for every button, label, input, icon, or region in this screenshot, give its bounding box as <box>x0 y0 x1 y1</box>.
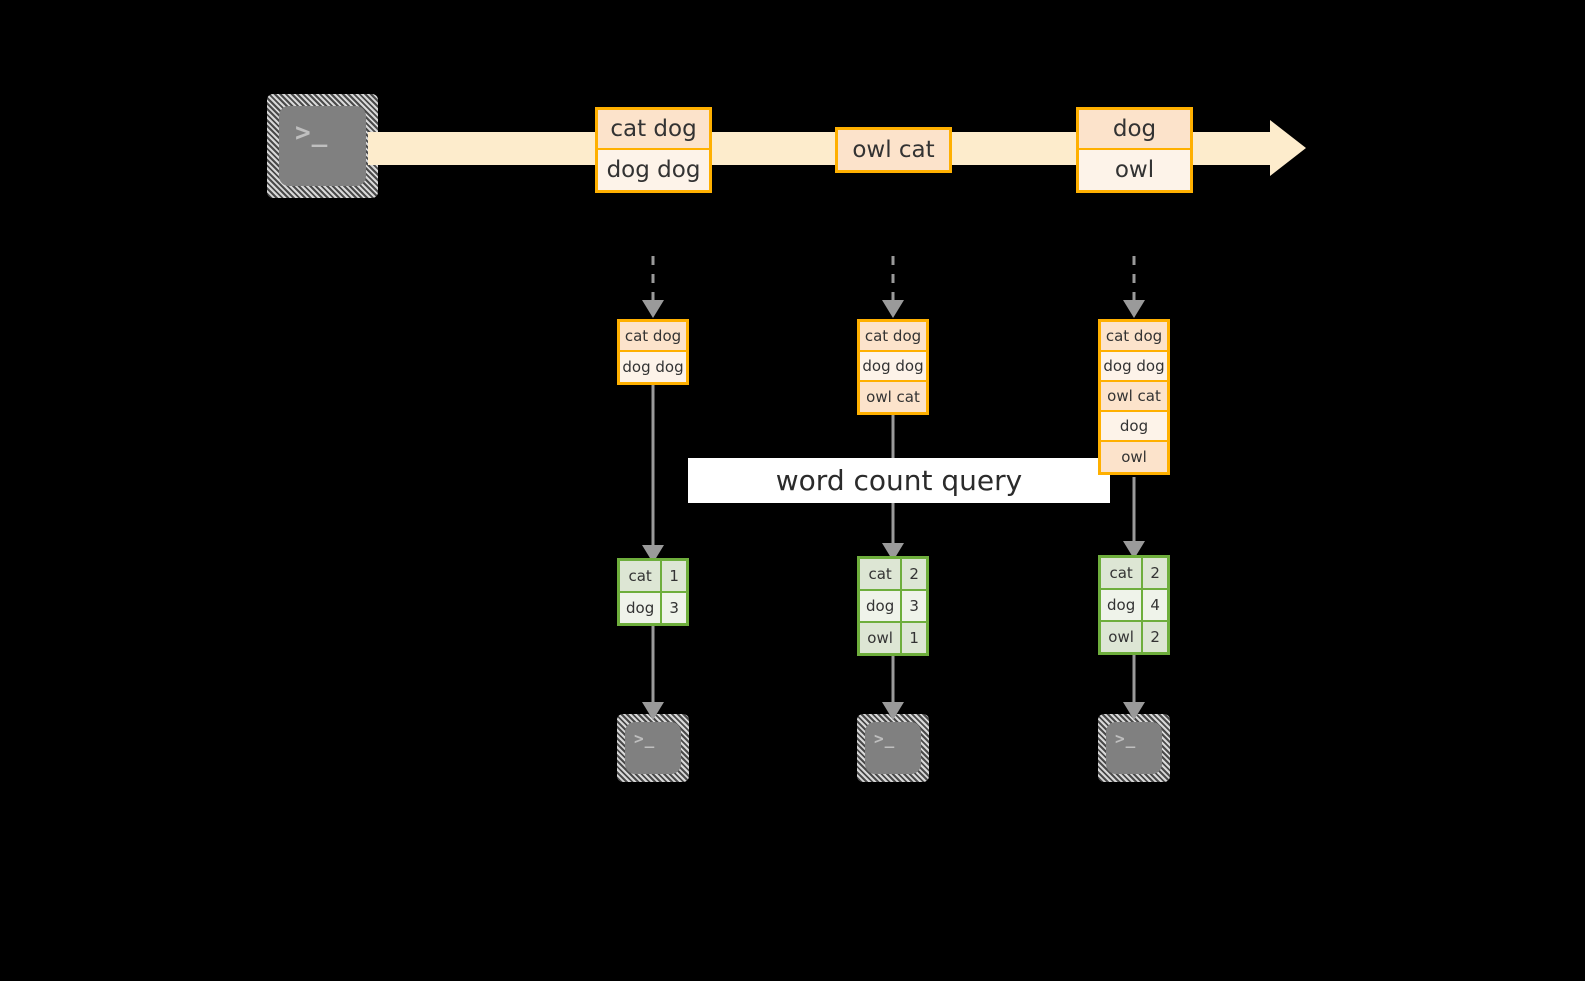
snapshot-1-result-table[interactable]: cat 1 dog 3 <box>617 558 689 626</box>
arrow-snapshot-3-to-result <box>1119 477 1149 559</box>
arrow-stem <box>1132 651 1136 702</box>
terminal-prompt-glyph: >_ <box>874 729 896 748</box>
event-line: dog dog <box>598 150 709 190</box>
result-count: 1 <box>662 561 686 591</box>
arrow-head <box>1123 541 1145 559</box>
result-count: 3 <box>662 593 686 623</box>
terminal-prompt-glyph: >_ <box>634 729 656 748</box>
arrow-result-3-to-sink <box>1119 651 1149 720</box>
terminal-prompt-glyph: >_ <box>1115 729 1137 748</box>
log-line: cat dog <box>860 322 926 352</box>
arrow-stem <box>1132 256 1136 300</box>
event-line: cat dog <box>598 110 709 150</box>
snapshot-1-log-stack[interactable]: cat dog dog dog <box>617 319 689 385</box>
log-line: owl cat <box>860 382 926 412</box>
label-text: word count query <box>775 464 1023 497</box>
arrow-head <box>1123 702 1145 720</box>
arrow-head <box>642 300 664 318</box>
snapshot-2-result-table[interactable]: cat 2 dog 3 owl 1 <box>857 556 929 656</box>
arrow-result-2-to-sink <box>878 652 908 720</box>
sink-terminal-icon-2: >_ <box>857 714 929 782</box>
terminal-screen <box>625 722 681 774</box>
dashed-arrow-to-snapshot-1 <box>638 256 668 318</box>
log-line: cat dog <box>620 322 686 352</box>
result-count: 2 <box>1143 558 1167 588</box>
result-word: dog <box>860 591 903 621</box>
result-count: 2 <box>1143 622 1167 652</box>
result-word: cat <box>860 559 903 589</box>
table-row: cat 2 <box>860 559 926 591</box>
arrow-stem <box>651 256 655 300</box>
log-line: dog <box>1101 412 1167 442</box>
source-terminal-icon: >_ <box>267 94 378 198</box>
event-line: owl <box>1079 150 1190 190</box>
log-line: dog dog <box>620 352 686 382</box>
terminal-screen <box>865 722 921 774</box>
table-row: dog 3 <box>620 593 686 623</box>
table-row: owl 2 <box>1101 622 1167 652</box>
arrow-head <box>882 702 904 720</box>
table-row: owl 1 <box>860 623 926 653</box>
log-line: owl cat <box>1101 382 1167 412</box>
timeline-event-box-1[interactable]: cat dog dog dog <box>595 107 712 193</box>
dashed-arrow-to-snapshot-2 <box>878 256 908 318</box>
result-word: owl <box>1101 622 1144 652</box>
log-line: owl <box>1101 442 1167 472</box>
snapshot-3-log-stack[interactable]: cat dog dog dog owl cat dog owl <box>1098 319 1170 475</box>
arrow-stem <box>651 622 655 702</box>
arrow-stem <box>891 256 895 300</box>
arrow-stem <box>891 652 895 702</box>
log-line: dog dog <box>1101 352 1167 382</box>
word-count-query-label: word count query <box>688 458 1110 503</box>
result-count: 1 <box>902 623 926 653</box>
terminal-screen <box>1106 722 1162 774</box>
result-count: 4 <box>1143 590 1167 620</box>
sink-terminal-icon-1: >_ <box>617 714 689 782</box>
event-line: owl cat <box>838 130 949 170</box>
dashed-arrow-to-snapshot-3 <box>1119 256 1149 318</box>
table-row: dog 3 <box>860 591 926 623</box>
result-word: dog <box>620 593 663 623</box>
snapshot-3-result-table[interactable]: cat 2 dog 4 owl 2 <box>1098 555 1170 655</box>
table-row: cat 1 <box>620 561 686 593</box>
timeline-arrow-head <box>1270 120 1306 176</box>
sink-terminal-icon-3: >_ <box>1098 714 1170 782</box>
arrow-head <box>882 300 904 318</box>
arrow-stem <box>1132 477 1136 541</box>
result-word: owl <box>860 623 903 653</box>
arrow-head <box>1123 300 1145 318</box>
event-line: dog <box>1079 110 1190 150</box>
result-count: 2 <box>902 559 926 589</box>
log-line: cat dog <box>1101 322 1167 352</box>
timeline-event-box-2[interactable]: owl cat <box>835 127 952 173</box>
timeline-event-box-3[interactable]: dog owl <box>1076 107 1193 193</box>
table-row: cat 2 <box>1101 558 1167 590</box>
result-word: cat <box>1101 558 1144 588</box>
result-word: cat <box>620 561 663 591</box>
table-row: dog 4 <box>1101 590 1167 622</box>
snapshot-2-log-stack[interactable]: cat dog dog dog owl cat <box>857 319 929 415</box>
arrow-stem <box>651 385 655 545</box>
arrow-head <box>642 702 664 720</box>
arrow-snapshot-1-to-result <box>638 385 668 563</box>
terminal-prompt-glyph: >_ <box>295 118 329 148</box>
result-count: 3 <box>902 591 926 621</box>
result-word: dog <box>1101 590 1144 620</box>
terminal-screen <box>279 106 366 186</box>
log-line: dog dog <box>860 352 926 382</box>
arrow-result-1-to-sink <box>638 622 668 720</box>
